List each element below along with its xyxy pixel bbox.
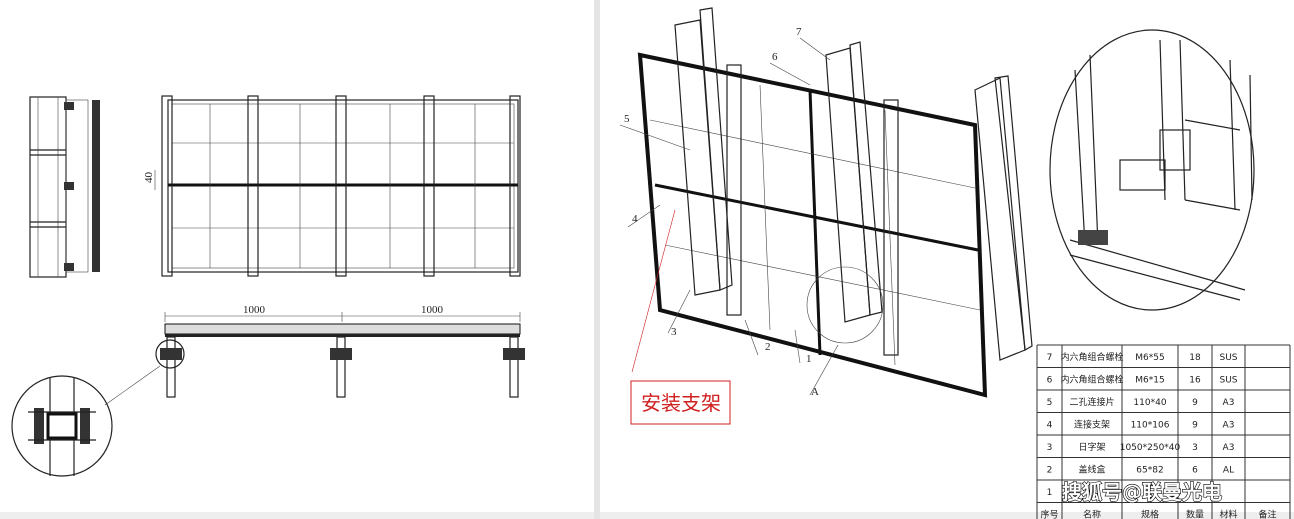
table-cell: 1050*250*40 [1120,443,1181,453]
table-cell: 18 [1189,353,1201,363]
detail-circle-a [1049,29,1255,311]
table-cell: 4 [1047,421,1053,431]
table-cell: SUS [1219,376,1237,386]
table-cell: A3 [1223,421,1235,431]
table-cell: 110*40 [1133,398,1166,408]
table-cell: 110*106 [1131,421,1170,431]
table-cell: 3 [1192,443,1198,453]
table-header-cell: 规格 [1141,509,1159,519]
table-cell: 9 [1192,421,1198,431]
table-cell: AL [1223,466,1234,476]
table-cell: 3 [1047,443,1053,453]
table-cell: 65*82 [1136,466,1163,476]
table-cell: M6*55 [1135,353,1164,363]
callout-6: 6 [772,51,778,63]
callout-1: 1 [806,353,812,365]
bottom-strip [0,512,1294,519]
table-cell: 1 [1047,488,1053,498]
table-cell: A3 [1223,398,1235,408]
annotation-text: 安装支架 [641,391,721,415]
table-cell: M6*15 [1135,376,1164,386]
dimension-side: 40 [143,172,155,184]
callout-4: 4 [632,213,638,225]
table-header-cell: 序号 [1040,509,1058,519]
table-cell: 9 [1192,398,1198,408]
table-cell: 7 [1047,353,1053,363]
table-cell: 二孔连接片 [1069,396,1114,408]
table-cell: SUS [1219,353,1237,363]
table-cell: 内六角组合螺栓 [1060,351,1123,363]
callout-3: 3 [671,326,677,338]
callout-7: 7 [796,26,802,38]
side-view [29,96,100,278]
table-cell: 6 [1192,466,1198,476]
table-header-cell: 数量 [1186,509,1204,519]
detail-circle-left [11,375,113,477]
callout-2: 2 [765,341,771,353]
table-cell: 连接支架 [1074,419,1110,431]
front-view: 40 [143,95,521,277]
table-cell: A3 [1223,443,1235,453]
watermark: 搜狐号@联曼光电 [1062,480,1222,504]
dimension-span-1: 1000 [243,304,266,316]
table-cell: 5 [1047,398,1053,408]
isometric-view: 7 6 5 4 3 2 1 A 安装支架 [619,7,1033,425]
table-cell: 2 [1047,466,1053,476]
detail-label-a: A [811,386,819,398]
table-header-cell: 备注 [1258,509,1276,519]
table-cell: 日字架 [1078,441,1105,453]
annotation-box [630,380,731,425]
table-cell: 6 [1047,376,1053,386]
table-cell: 16 [1189,376,1201,386]
table-header-cell: 材料 [1219,509,1237,519]
table-cell: 盖线盒 [1078,464,1105,476]
callout-5: 5 [624,113,630,125]
table-cell: 内六角组合螺栓 [1060,374,1123,386]
table-header-cell: 名称 [1083,509,1101,519]
dimension-span-2: 1000 [421,304,444,316]
top-view: 1000 1000 [104,304,525,406]
